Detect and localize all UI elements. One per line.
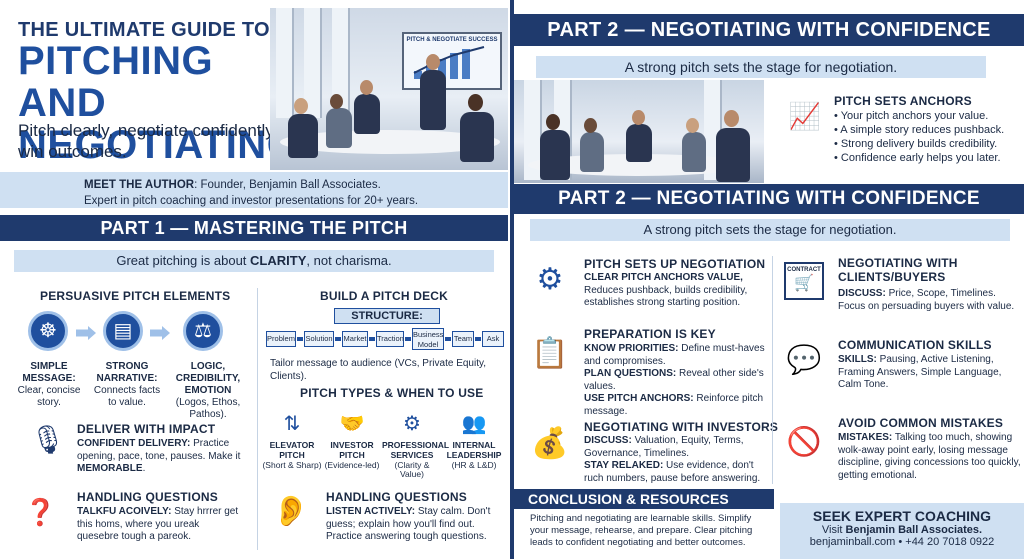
deck-step: Ask <box>482 331 504 347</box>
contract-icon: CONTRACT🛒 <box>784 262 824 300</box>
part1-tagline: Great pitching is about CLARITY, not cha… <box>14 250 494 272</box>
elevator-icon: ⇅ <box>283 413 301 435</box>
screen-chart <box>413 46 485 79</box>
coach-firm: Benjamin Ball Associates. <box>845 524 983 536</box>
element-3-text: (Logos, Ethos, Pathos). <box>175 397 241 420</box>
meeting-photo: PITCH & NEGOTIATE SUCCESS <box>270 8 508 170</box>
deck-note: Tailor message to audience (VCs, Private… <box>270 358 487 382</box>
part2-tagline: A strong pitch sets the stage for negoti… <box>530 219 1010 241</box>
conclusion-text: Pitching and negotiating are learnable s… <box>530 513 753 548</box>
deck-step: Market <box>342 331 368 347</box>
gears-icon: ⚙ <box>536 263 564 296</box>
hero-title: THE ULTIMATE GUIDE TO PITCHING AND NEGOT… <box>18 19 299 167</box>
microphone-icon: 🎙 <box>30 424 66 455</box>
brain-icon: ☸ <box>28 311 68 351</box>
arrow-icon <box>76 326 96 340</box>
team-icon: 👥 <box>461 413 487 435</box>
presentation-screen: PITCH & NEGOTIATE SUCCESS <box>402 32 502 90</box>
author-line-2: Expert in pitch coaching and investor pr… <box>84 194 419 207</box>
element-1-text: Clear, concise story. <box>17 385 81 408</box>
anchors-title: PITCH SETS ANCHORS <box>834 94 972 108</box>
types-title: PITCH TYPES & WHEN TO USE <box>300 386 484 400</box>
author-line-1: : Founder, Benjamin Ball Associates. <box>194 179 381 191</box>
part1-title: PART 1 — MASTERING THE PITCH <box>0 215 508 241</box>
checklist-icon: 📋 <box>531 337 569 370</box>
deliver-title: DELIVER WITH IMPACT <box>77 422 216 436</box>
deck-step: Solution <box>304 331 334 347</box>
coaching-box: SEEK EXPERT COACHING Visit Benjamin Ball… <box>780 503 1024 559</box>
mistakes-title: AVOID COMMON MISTAKES <box>838 416 1004 430</box>
deck-step: Business Model <box>412 328 444 350</box>
question-person-icon: ❓ <box>24 497 57 527</box>
deck-title: BUILD A PITCH DECK <box>320 289 449 303</box>
part2-top-tagline: A strong pitch sets the stage for negoti… <box>536 56 986 78</box>
growth-chart-icon: 📈 <box>788 101 822 131</box>
handling2-title: HANDLING QUESTIONS <box>326 490 467 504</box>
setsup-title: PITCH SETS UP NEGOTIATION <box>584 257 766 271</box>
deck-step: Team <box>452 331 474 347</box>
prep-list: KNOW PRIORITIES: Define must-haves and c… <box>584 343 765 417</box>
handshake-icon: 🤝 <box>339 413 365 435</box>
element-2-text: Connects facts to value. <box>93 385 161 408</box>
element-2-title: STRONG NARRATIVE: <box>96 361 158 384</box>
hero-line-2: PITCHING AND <box>18 39 214 125</box>
speech-people-icon: 💬 <box>786 344 822 375</box>
element-3-title: LOGIC, CREDIBILITY, EMOTION <box>175 361 241 396</box>
hero-subtitle: Pitch clearly, negotiate confidently, wi… <box>18 121 278 162</box>
deck-step: Traction <box>376 331 404 347</box>
conclusion-title: CONCLUSION & RESOURCES <box>514 489 774 509</box>
comm-title: COMMUNICATION SKILLS <box>838 338 992 352</box>
gear-icon: ⚙ <box>403 413 421 435</box>
scales-icon: ⚖ <box>183 311 223 351</box>
coins-growth-icon: 💰 <box>531 427 569 460</box>
deck-structure: STRUCTURE: <box>334 308 440 324</box>
author-banner: MEET THE AUTHOR: Founder, Benjamin Ball … <box>0 172 508 208</box>
hero-line-1: THE ULTIMATE GUIDE TO <box>18 19 270 41</box>
author-label: MEET THE AUTHOR <box>84 179 195 191</box>
hero-line-3: NEGOTIATING <box>18 123 299 167</box>
screen-title: PITCH & NEGOTIATE SUCCESS <box>406 37 498 43</box>
elements-title: PERSUASIVE PITCH ELEMENTS <box>40 289 231 303</box>
element-1-title: SIMPLE MESSAGE: <box>22 361 76 384</box>
deck-step: Problem <box>266 331 296 347</box>
clarity-emphasis: CLARITY <box>250 253 307 268</box>
no-talking-icon: 🚫 <box>786 426 822 457</box>
coach-contact[interactable]: benjaminball.com • +44 20 7018 0922 <box>809 536 995 548</box>
anchors-list: • Your pitch anchors your value. • A sim… <box>834 110 1005 165</box>
coach-title: SEEK EXPERT COACHING <box>812 508 992 524</box>
book-icon: ▤ <box>103 311 143 351</box>
handling-title: HANDLING QUESTIONS <box>77 490 218 504</box>
negotiation-photo <box>514 80 764 183</box>
arrow-icon <box>150 326 170 340</box>
prep-title: PREPARATION IS KEY <box>584 327 716 341</box>
investors-title: NEGOTIATING WITH INVESTORS <box>584 420 779 434</box>
part2-top-title: PART 2 — NEGOTIATING WITH CONFIDENCE <box>514 14 1024 46</box>
ear-question-icon: 👂 <box>272 495 310 528</box>
part2-title: PART 2 — NEGOTIATING WITH CONFIDENCE <box>514 184 1024 214</box>
